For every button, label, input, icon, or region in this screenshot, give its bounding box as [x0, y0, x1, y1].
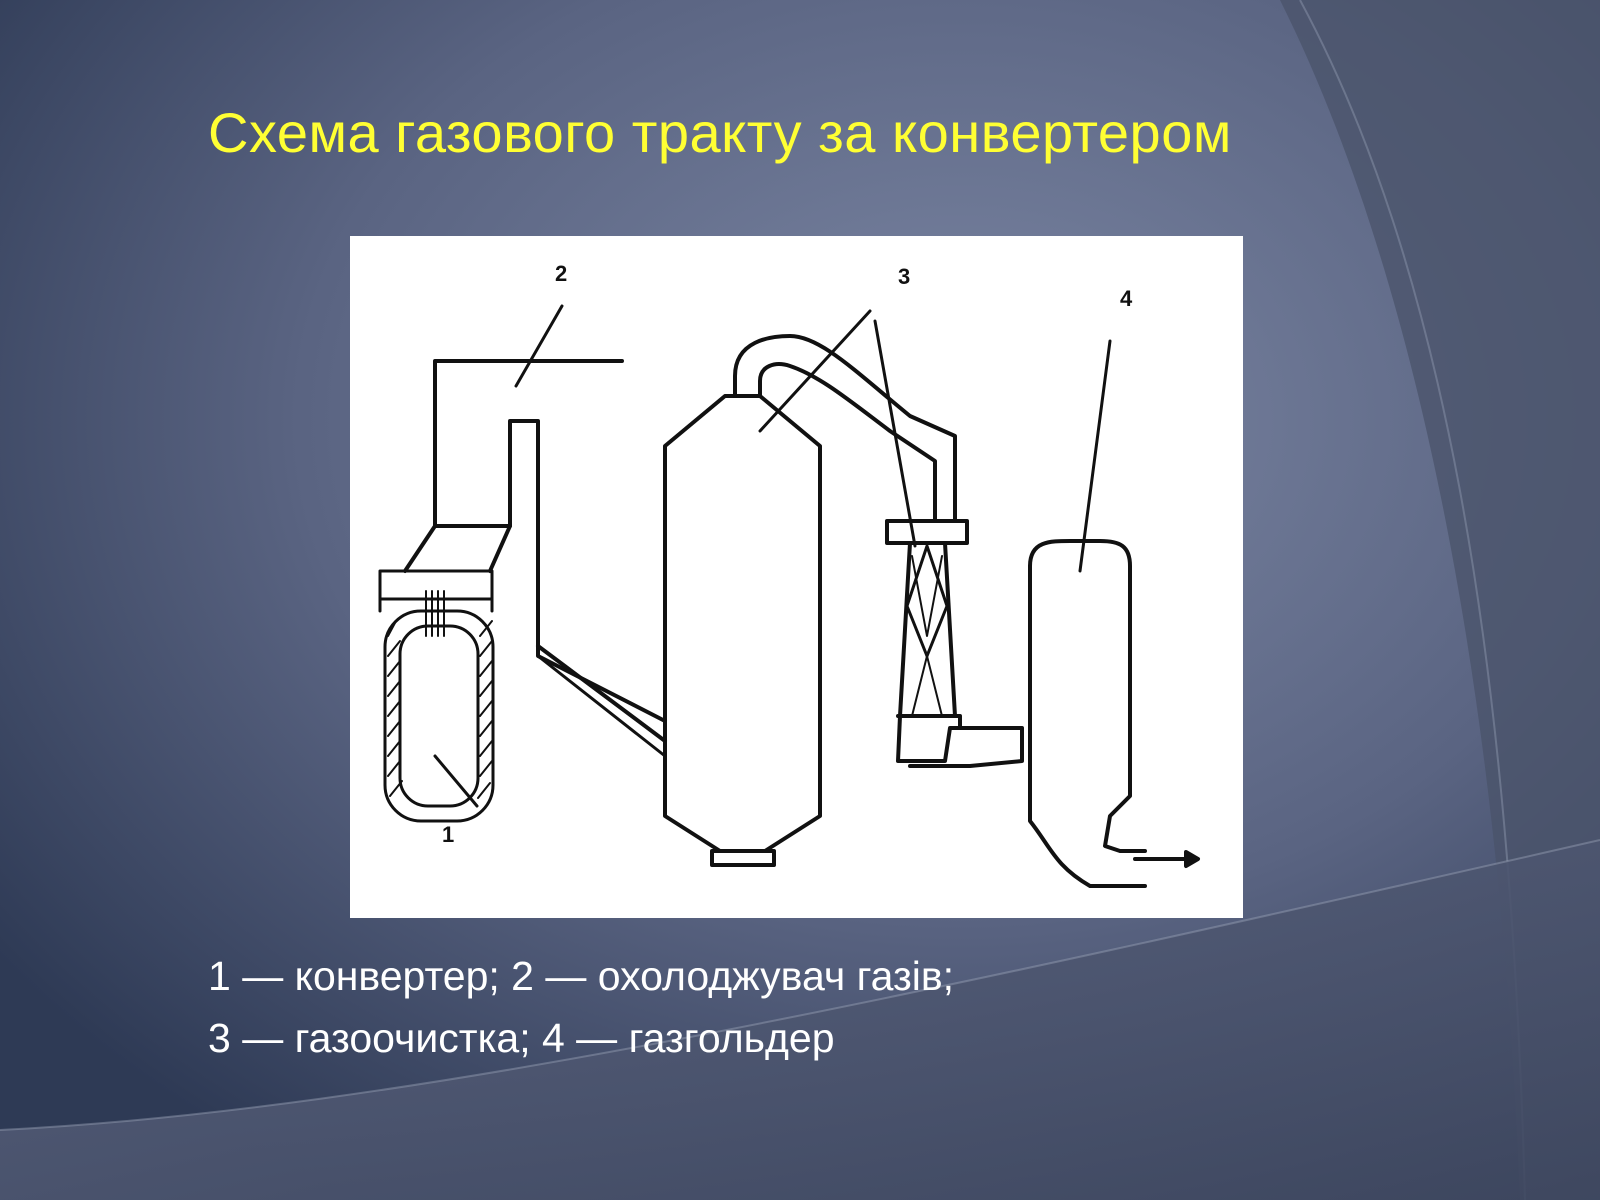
gas-tract-diagram: 1 2 3 4 [350, 236, 1243, 918]
diagram-drawing: 1 2 3 4 [378, 261, 1200, 888]
caption-line-1: 1 — конвертер; 2 — охолоджувач газів; [208, 953, 955, 999]
gas-cleaning-vessel [663, 334, 957, 867]
label-1: 1 [442, 822, 454, 847]
converter-shape [378, 569, 495, 823]
slide-title: Схема газового тракту за конвертером [208, 101, 1232, 164]
label-3: 3 [898, 264, 910, 289]
venturi-scrubber [885, 519, 1024, 768]
label-2: 2 [555, 261, 567, 286]
gas-holder-shape [1028, 539, 1147, 888]
caption-line-2: 3 — газоочистка; 4 — газгольдер [208, 1015, 835, 1061]
gas-cooler-shape [403, 359, 667, 758]
label-4: 4 [1120, 286, 1133, 311]
